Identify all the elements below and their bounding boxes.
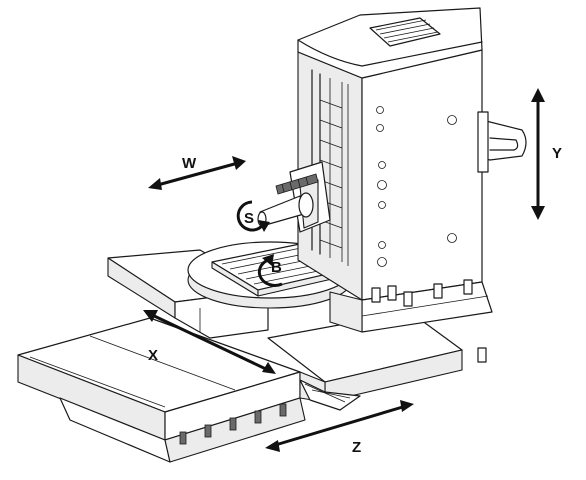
s-axis-label: S: [244, 210, 254, 227]
headstock: [257, 161, 331, 233]
bed-slots: [179, 403, 287, 445]
column: [297, 7, 527, 363]
x-axis-bed: [17, 317, 306, 463]
w-axis-arrow: [148, 156, 246, 190]
side-bracket: [477, 111, 527, 173]
s-rotation-arrow: [236, 200, 270, 232]
top-vent: [369, 17, 441, 47]
x-axis-label: X: [148, 347, 158, 364]
b-rotation-arrow: [257, 254, 283, 287]
cable-tray: [275, 173, 319, 195]
y-axis-label: Y: [552, 145, 562, 162]
column-feet: [371, 279, 487, 363]
b-axis-label: B: [271, 259, 282, 276]
z-axis-arrow: [265, 400, 414, 452]
y-axis-arrow: [531, 88, 545, 220]
x-axis-arrow: [143, 310, 276, 374]
w-axis-label: W: [182, 155, 197, 172]
z-axis-label: Z: [352, 439, 361, 456]
column-holes: [376, 106, 457, 267]
